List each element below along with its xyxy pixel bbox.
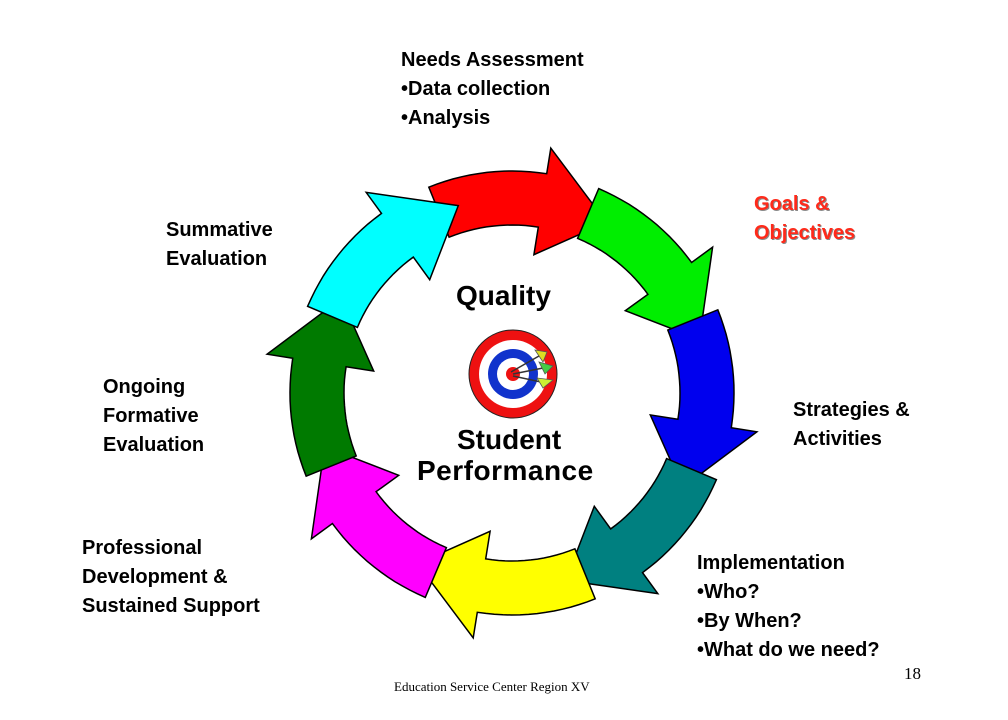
label-line: Formative [103, 405, 199, 427]
cycle-arrow-0 [427, 146, 608, 256]
label-line: Sustained Support [82, 595, 260, 617]
center-title-student: Student [457, 424, 562, 455]
dart-icon [510, 355, 544, 383]
dart-flight [534, 349, 548, 363]
label-implementation: Implementation •Who? •By When? •What do … [697, 549, 880, 665]
label-line: Professional [82, 537, 203, 559]
label-line: Evaluation [103, 434, 205, 456]
dart-flight [536, 377, 554, 389]
label-bullet: •Analysis [401, 107, 491, 129]
label-heading: Needs Assessment [401, 49, 584, 71]
cycle-arrow-6 [265, 297, 375, 478]
label-bullet: •By When? [697, 610, 802, 632]
label-strategies-activities: Strategies & Activities [793, 396, 910, 454]
center-title-performance: Performance [417, 455, 594, 486]
label-summative-evaluation: Summative Evaluation [166, 216, 273, 274]
label-bullet: •What do we need? [697, 639, 880, 661]
label-line: Evaluation [166, 248, 268, 270]
label-ongoing-formative-evaluation: Ongoing Formative Evaluation [103, 373, 204, 460]
label-needs-assessment: Needs Assessment •Data collection •Analy… [401, 46, 584, 133]
cycle-arrow-4 [416, 530, 597, 640]
cycle-arrow-5 [310, 445, 448, 599]
dart-flight [538, 361, 554, 375]
cycle-arrow-3 [564, 457, 718, 595]
footer-text: Education Service Center Region XV [394, 679, 590, 694]
cycle-arrow-2 [649, 308, 759, 489]
label-line: Goals & [754, 193, 830, 215]
label-bullet: •Data collection [401, 78, 551, 100]
label-line: Development & [82, 566, 228, 588]
target-dartboard-icon [465, 329, 561, 419]
center-title-quality: Quality [456, 280, 551, 311]
label-heading: Implementation [697, 552, 845, 574]
cycle-arrow-1 [576, 187, 714, 341]
label-line: Strategies & [793, 399, 910, 421]
label-line: Activities [793, 428, 882, 450]
cycle-arrows [265, 146, 759, 640]
label-bullet: •Who? [697, 581, 760, 603]
page-number: 18 [904, 664, 921, 683]
label-line: Summative [166, 219, 273, 241]
cycle-arrow-7 [306, 191, 460, 329]
label-line: Ongoing [103, 376, 186, 398]
label-goals-objectives: Goals & Objectives [754, 190, 855, 248]
label-professional-development: Professional Development & Sustained Sup… [82, 534, 260, 621]
label-line: Objectives [754, 222, 856, 244]
